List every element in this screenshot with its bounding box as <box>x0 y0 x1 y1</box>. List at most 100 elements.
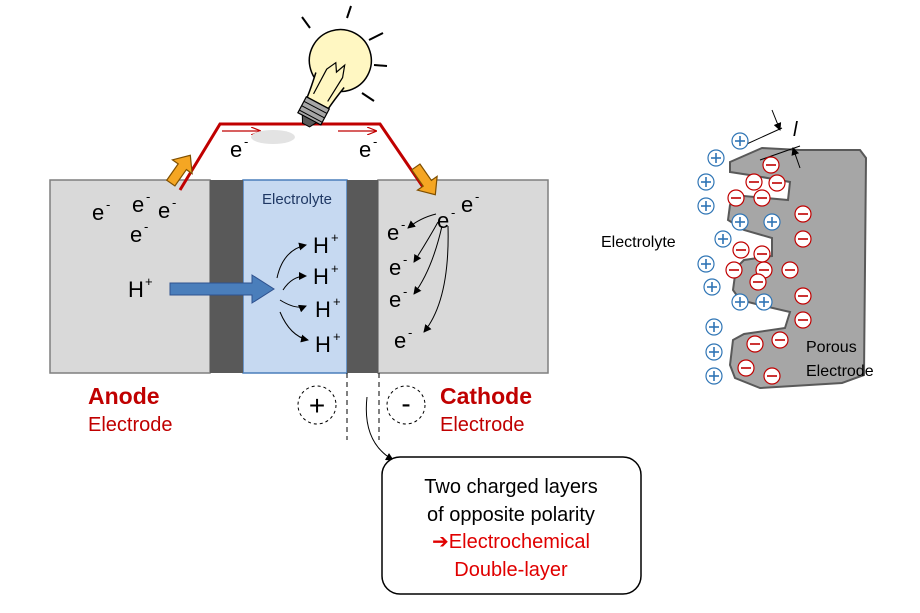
cation-marker <box>707 149 725 167</box>
positive-layer-marker: + <box>297 385 337 425</box>
anion-marker <box>732 241 750 259</box>
anion-marker <box>781 261 799 279</box>
svg-text:H: H <box>313 233 329 258</box>
electrolyte-side-label: Electrolyte <box>601 234 676 251</box>
anion-marker <box>749 273 767 291</box>
svg-text:H: H <box>128 277 144 302</box>
external-wire <box>178 122 427 191</box>
cathode-electrode <box>377 179 549 374</box>
cation-marker <box>755 293 773 311</box>
wire-electron: e - <box>230 134 248 162</box>
cation-marker <box>703 278 721 296</box>
callout-line-3: ➔Electrochemical <box>432 531 590 553</box>
orange-arrow-icon <box>165 154 193 187</box>
anode-subtitle: Electrode <box>88 414 173 436</box>
callout-pointer <box>365 396 394 461</box>
svg-text:e: e <box>359 137 371 162</box>
electron-path-arrows <box>407 213 449 333</box>
anion-marker <box>753 189 771 207</box>
anode-title: Anode <box>88 383 160 409</box>
svg-text:-: - <box>106 197 110 212</box>
anode-double-layer <box>210 180 243 373</box>
anion-marker <box>753 245 771 263</box>
svg-text:+: + <box>331 230 339 245</box>
svg-text:-: - <box>244 134 248 149</box>
cation-marker <box>697 255 715 273</box>
cathode-subtitle: Electrode <box>440 414 525 436</box>
cathode-title: Cathode <box>440 383 532 409</box>
cation-marker <box>705 367 723 385</box>
anode-proton: H+ <box>128 274 153 302</box>
svg-text:-: - <box>146 189 150 204</box>
ion-layer <box>697 132 812 385</box>
svg-text:-: - <box>408 325 412 340</box>
svg-text:e: e <box>230 137 242 162</box>
anode-electron: e- <box>92 197 110 225</box>
electrolyte-proton: H+ <box>313 230 339 258</box>
svg-text:e: e <box>132 192 144 217</box>
anion-marker <box>746 335 764 353</box>
thickness-symbol: l <box>793 119 798 141</box>
svg-text:-: - <box>373 134 377 149</box>
anode-electron: e- <box>158 195 176 223</box>
anion-marker <box>794 311 812 329</box>
anion-marker <box>737 359 755 377</box>
svg-text:-: - <box>475 189 479 204</box>
cathode-electron: e- <box>394 325 412 353</box>
svg-text:-: - <box>144 219 148 234</box>
svg-text:e: e <box>437 208 449 233</box>
porous-label-1: Porous <box>806 339 857 356</box>
svg-text:e: e <box>461 192 473 217</box>
anion-marker <box>771 331 789 349</box>
anion-marker <box>794 205 812 223</box>
cathode-electron: e- <box>389 284 407 312</box>
cathode-electron: e- <box>387 217 405 245</box>
anode-electron: e- <box>130 219 148 247</box>
orange-arrow-icon <box>410 163 438 196</box>
callout-line-4: Double-layer <box>454 559 568 581</box>
thickness-arrow-2 <box>791 147 801 169</box>
cation-marker <box>705 343 723 361</box>
svg-text:+: + <box>145 274 153 289</box>
svg-text:e: e <box>389 287 401 312</box>
svg-text:-: - <box>451 205 455 220</box>
cathode-electron: e- <box>437 205 455 233</box>
anode-electron: e- <box>132 189 150 217</box>
cation-marker <box>705 318 723 336</box>
svg-text:+: + <box>333 294 341 309</box>
thickness-arrow-1 <box>771 109 782 131</box>
svg-text:-: - <box>401 388 410 419</box>
anion-marker <box>768 174 786 192</box>
svg-text:e: e <box>130 222 142 247</box>
cation-marker <box>731 213 749 231</box>
proton-migration-arrows <box>276 242 309 343</box>
anion-marker <box>745 173 763 191</box>
cathode-double-layer <box>347 180 378 373</box>
anion-marker <box>762 156 780 174</box>
wire-electron: e - <box>359 134 377 162</box>
electrolyte-proton: H+ <box>313 261 339 289</box>
electrolyte-label: Electrolyte <box>262 191 332 208</box>
svg-text:e: e <box>394 328 406 353</box>
porous-label-2: Electrode <box>806 363 874 380</box>
anion-marker <box>763 367 781 385</box>
svg-text:-: - <box>172 195 176 210</box>
callout-box <box>381 456 642 595</box>
cathode-electron: e- <box>461 189 479 217</box>
callout-line-1: Two charged layers <box>424 476 597 498</box>
svg-text:H: H <box>313 264 329 289</box>
cation-marker <box>714 230 732 248</box>
blue-arrow-icon <box>169 274 275 304</box>
electrolyte-proton: H+ <box>315 329 341 357</box>
cation-marker <box>763 213 781 231</box>
svg-text:e: e <box>92 200 104 225</box>
anion-marker <box>794 287 812 305</box>
light-bulb-icon <box>297 5 388 128</box>
svg-text:-: - <box>401 217 405 232</box>
cation-marker <box>697 173 715 191</box>
cation-marker <box>731 132 749 150</box>
electrolyte-proton: H+ <box>315 294 341 322</box>
negative-layer-marker: - <box>386 385 426 425</box>
